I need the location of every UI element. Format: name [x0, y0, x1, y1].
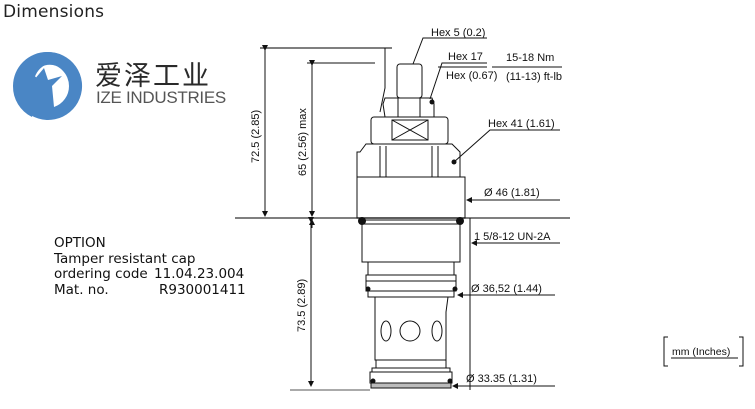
mat-no-label: Mat. no.: [54, 281, 109, 298]
logo-name-cn: 爱泽工业: [95, 61, 211, 92]
leader-hex-17: [429, 62, 487, 100]
label-height-lower: 73.5 (2.89): [296, 279, 308, 332]
option-description: Tamper resistant cap: [54, 250, 196, 267]
label-dia-3652: Ø 36,52 (1.44): [471, 283, 542, 295]
logo-name-en: IZE INDUSTRIES: [96, 88, 226, 107]
label-height-total: 72.5 (2.85): [250, 110, 262, 163]
leader-hex-5: [412, 37, 487, 65]
ize-logo-icon: [12, 51, 83, 120]
label-hex-41: Hex 41 (1.61): [488, 118, 555, 130]
label-dia-46: Ø 46 (1.81): [484, 187, 540, 199]
mat-no-value: R930001411: [158, 281, 246, 298]
option-box: OPTION Tamper resistant cap ordering cod…: [54, 235, 246, 299]
ordering-code-row: ordering code 11.04.23.004: [54, 266, 246, 283]
label-torque-ftlb: (11-13) ft-lb: [506, 71, 562, 83]
label-hex-17: Hex 17: [448, 51, 483, 63]
mat-no-row: Mat. no. R930001411: [54, 281, 246, 299]
units-label: mm (Inches): [672, 346, 730, 358]
leader-hex-41: [453, 129, 560, 163]
label-hex-067: Hex (0.67): [446, 70, 497, 82]
label-hex-5: Hex 5 (0.2): [431, 27, 485, 39]
label-height-max: 65 (2.56) max: [297, 108, 309, 176]
page-title: Dimensions: [3, 2, 105, 22]
label-thread: 1 5/8-12 UN-2A: [474, 231, 551, 243]
option-heading: OPTION: [54, 235, 106, 251]
label-torque-nm: 15-18 Nm: [506, 52, 554, 64]
label-dia-3335: Ø 33.35 (1.31): [466, 373, 537, 385]
ordering-code-label: ordering code: [54, 266, 148, 282]
ordering-code-value: 11.04.23.004: [154, 266, 245, 282]
